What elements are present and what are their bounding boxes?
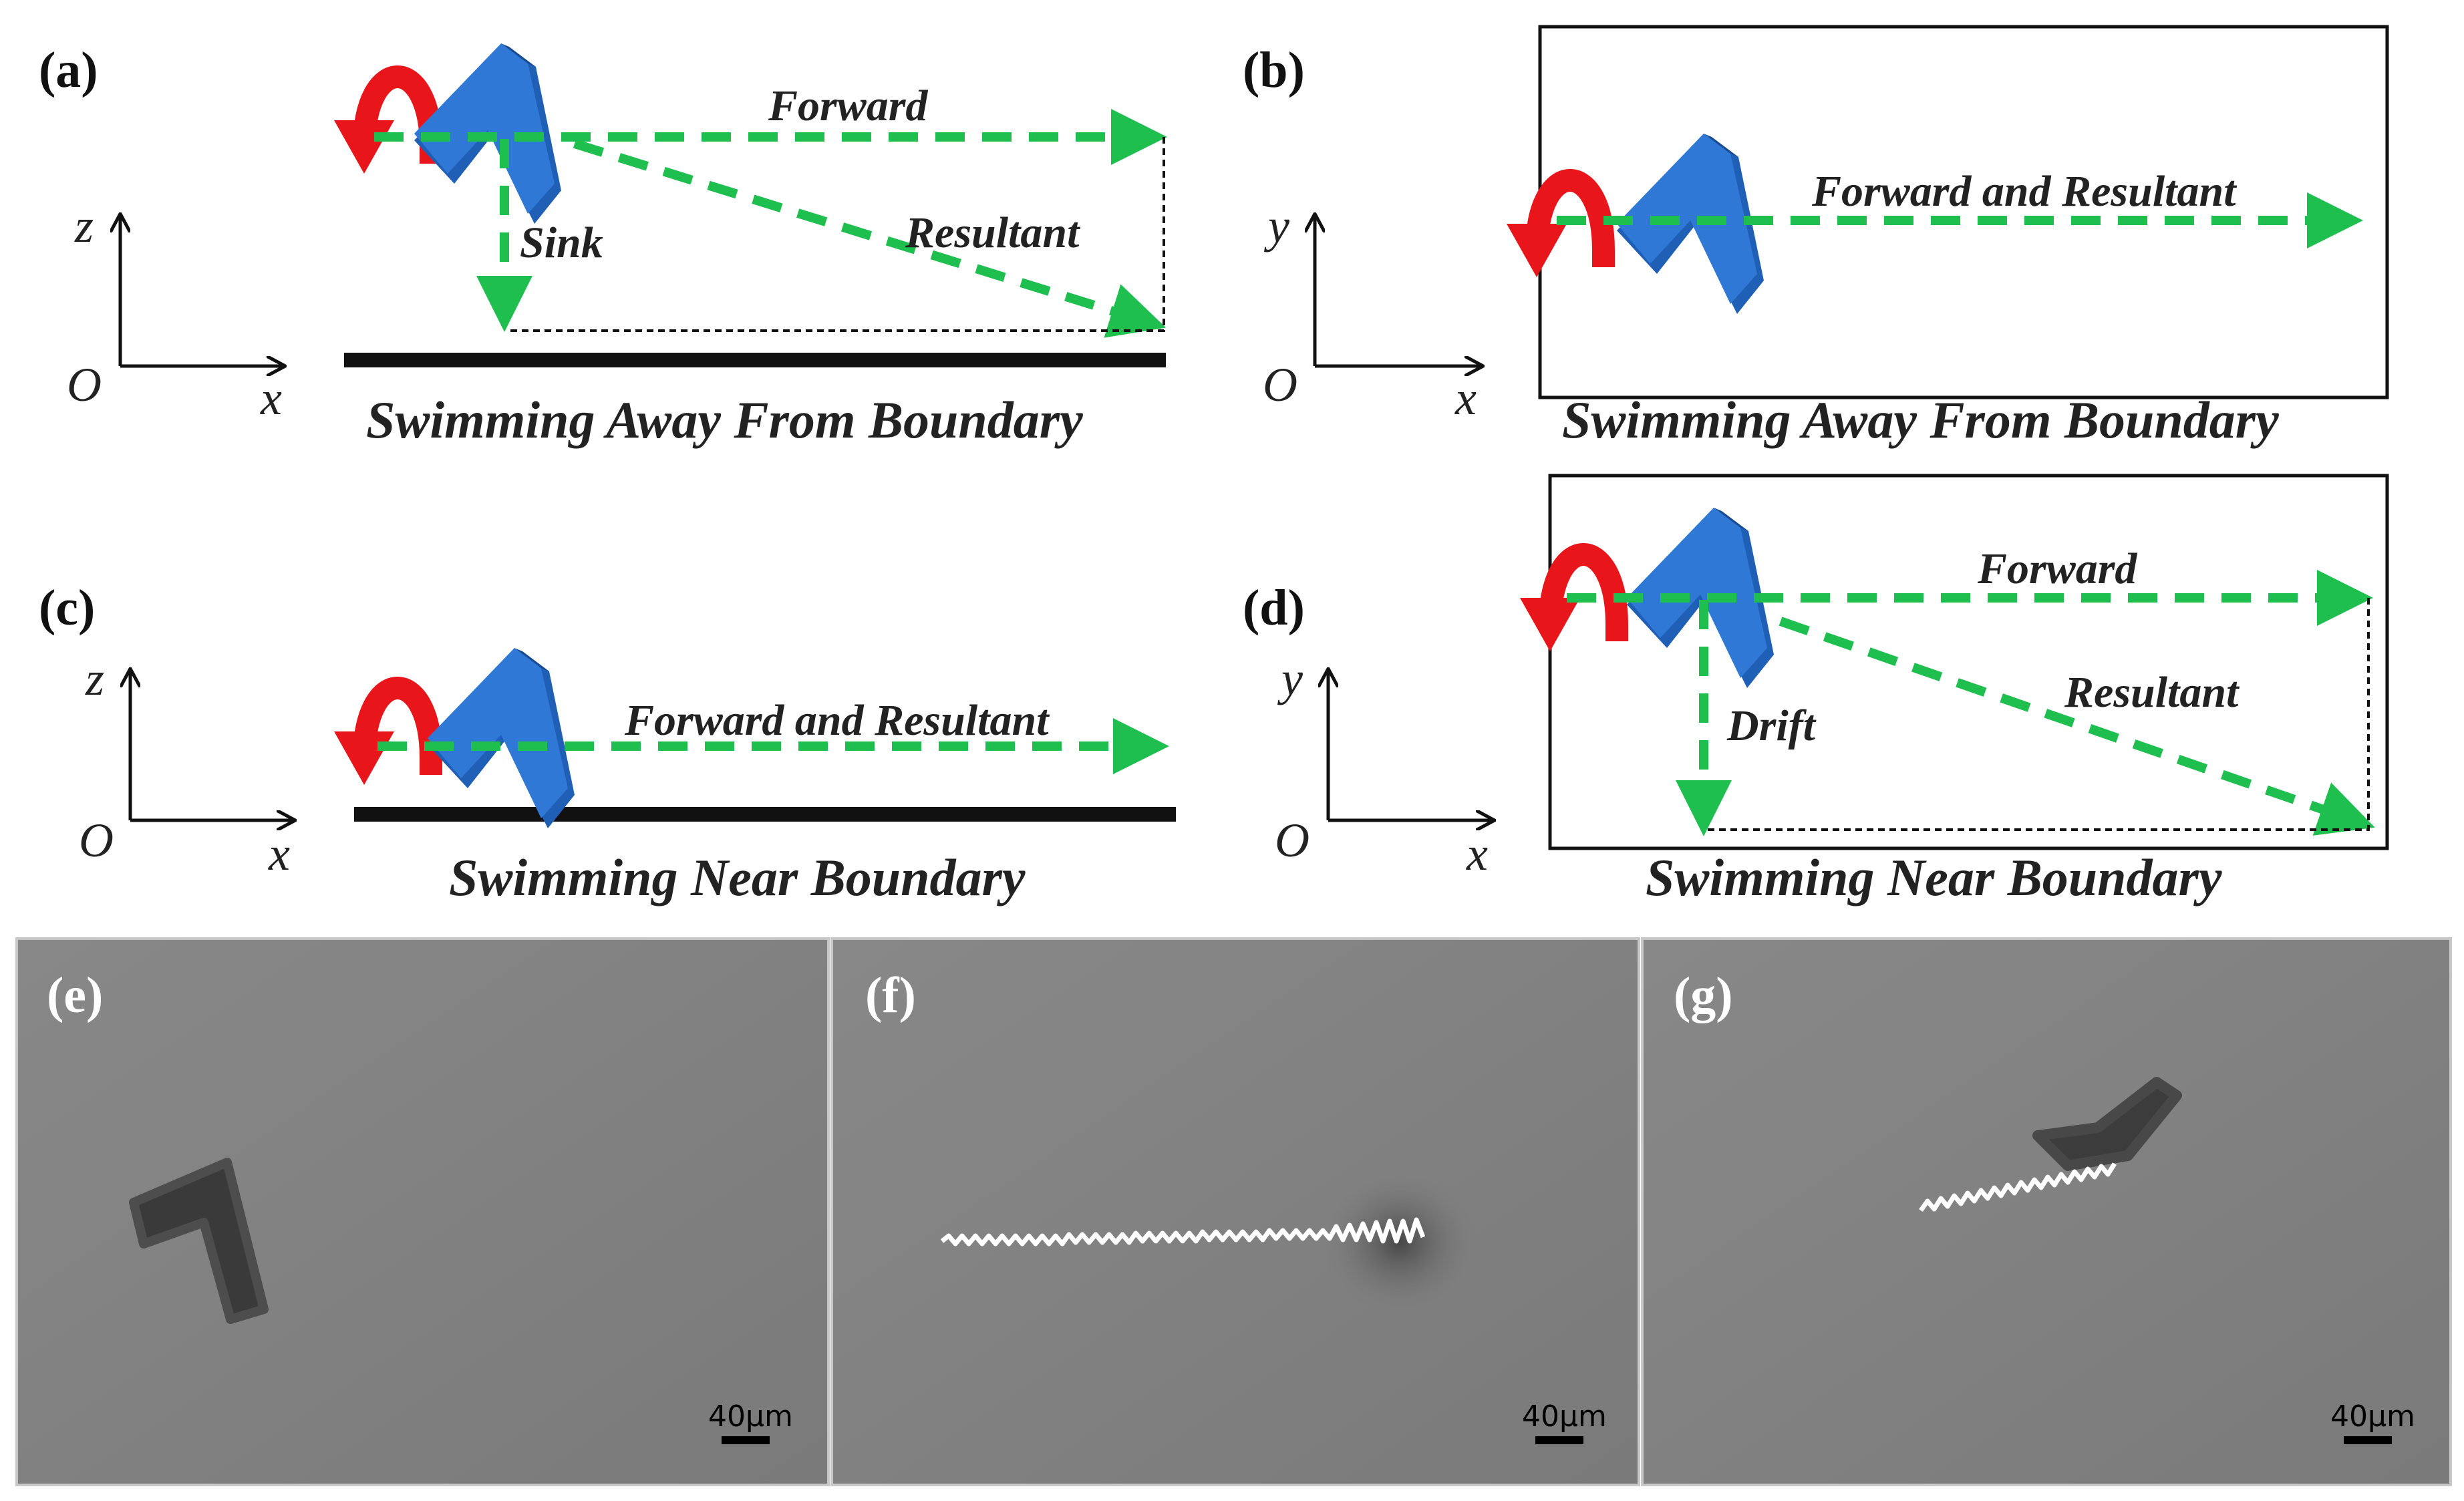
axis-label-horizontal-a: x [260, 371, 282, 425]
panel-label-c: (c) [39, 580, 95, 636]
panel-label-a: (a) [39, 42, 98, 98]
axes-c [130, 670, 294, 820]
axes-d [1328, 670, 1493, 820]
rotation-arrow-b [1507, 180, 1603, 277]
axes-b [1315, 215, 1482, 366]
origin-label-b: O [1263, 358, 1297, 411]
forward-label-d: Forward [1977, 544, 2137, 593]
caption-a: Swimming Away From Boundary [366, 391, 1083, 449]
axis-label-vertical-b: y [1263, 199, 1289, 253]
forward-label-a: Forward [768, 81, 928, 130]
photo-panel-g: (g) 40μm [1641, 937, 2452, 1486]
panel-label-e: (e) [47, 967, 103, 1023]
photo-background-f [832, 939, 1639, 1485]
projection-lines-a [508, 137, 1165, 332]
axis-label-vertical-a: z [74, 199, 94, 253]
origin-label-a: O [67, 358, 102, 411]
swimmer-image-g [2032, 1077, 2182, 1171]
arrow-label-b: Forward and Resultant [1811, 167, 2237, 216]
caption-c: Swimming Near Boundary [449, 848, 1026, 906]
panel-label-g: (g) [1674, 967, 1733, 1023]
resultant-label-d: Resultant [2064, 668, 2240, 717]
axis-label-vertical-c: z [85, 652, 104, 705]
swimmer-b [1617, 134, 1764, 314]
panel-d: (d) y x O Forward Resultant Drift Swimmi… [1243, 474, 2389, 906]
swimmer-image-e [129, 1158, 269, 1324]
axis-label-vertical-d: y [1277, 652, 1303, 705]
panel-c: (c) z x O Forward and Resultant Swimming… [39, 580, 1176, 906]
origin-label-d: O [1275, 814, 1310, 867]
trajectory-trace-f [940, 1217, 1426, 1246]
swimmer-shadow-f [1320, 1169, 1480, 1316]
rotation-arrow-d [1520, 554, 1617, 651]
photo-panel-e: (e) 40μm [15, 937, 830, 1486]
rotation-arrow-a [334, 77, 431, 174]
resultant-arrow-d [1779, 617, 2375, 836]
caption-d: Swimming Near Boundary [1646, 848, 2222, 906]
rotation-arrow-c [334, 688, 431, 785]
panel-a: (a) z x O Forward Resultant Sink Swimmin… [39, 42, 1167, 449]
scale-bar-g [2344, 1436, 2392, 1444]
panel-label-f: (f) [865, 967, 916, 1023]
scale-bar-f [1535, 1436, 1583, 1444]
caption-b: Swimming Away From Boundary [1562, 391, 2279, 449]
panel-label-d: (d) [1243, 580, 1305, 636]
photo-background-g [1642, 939, 2451, 1485]
container-box-d [1548, 474, 2389, 850]
photo-panel-f: (f) 40μm [830, 937, 1640, 1486]
panel-label-b: (b) [1243, 42, 1305, 98]
projection-lines-d [1707, 598, 2370, 831]
axis-label-horizontal-d: x [1466, 827, 1488, 880]
resultant-arrow-a [573, 139, 1167, 338]
scale-bar-e [722, 1436, 770, 1444]
arrow-label-c: Forward and Resultant [624, 696, 1050, 745]
panel-b: (b) y x O Forward and Resultant Swimming… [1243, 25, 2389, 449]
axis-label-horizontal-c: x [268, 827, 290, 880]
swimmer-c [428, 648, 575, 828]
scale-text-e: 40μm [708, 1399, 793, 1434]
resultant-label-a: Resultant [905, 208, 1080, 257]
scale-text-g: 40μm [2330, 1399, 2415, 1434]
scale-text-f: 40μm [1522, 1399, 1607, 1434]
axis-label-horizontal-b: x [1454, 371, 1477, 425]
trajectory-trace-g [1919, 1162, 2117, 1212]
origin-label-c: O [79, 814, 114, 867]
axes-a [120, 215, 284, 366]
sink-label-a: Sink [520, 218, 603, 267]
drift-label-d: Drift [1726, 701, 1817, 750]
boundary-wall-c [354, 807, 1176, 822]
boundary-wall-a [344, 353, 1166, 367]
